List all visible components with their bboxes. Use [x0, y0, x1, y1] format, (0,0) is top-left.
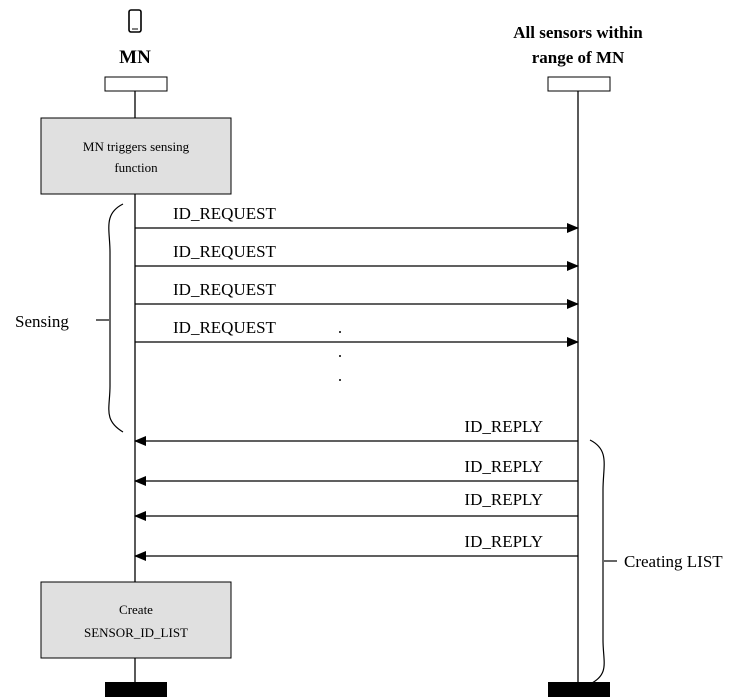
sensing-bracket	[108, 203, 124, 433]
reply-message: ID_REPLY	[134, 532, 578, 561]
request-message: ID_REQUEST	[135, 242, 579, 271]
request-message: ID_REQUEST	[135, 318, 579, 347]
continuation-dots	[339, 331, 341, 381]
create-box-line2: SENSOR_ID_LIST	[84, 625, 188, 640]
reply-label: ID_REPLY	[464, 457, 543, 476]
participant-sensors-label-line1: All sensors within	[513, 23, 643, 42]
reply-message: ID_REPLY	[134, 457, 578, 486]
request-label: ID_REQUEST	[173, 242, 277, 261]
trigger-box-line1: MN triggers sensing	[83, 139, 190, 154]
create-list-box: Create SENSOR_ID_LIST	[40, 581, 232, 659]
trigger-sensing-box: MN triggers sensing function	[40, 117, 232, 195]
request-label: ID_REQUEST	[173, 204, 277, 223]
mn-header-box	[104, 76, 168, 92]
reply-message: ID_REPLY	[134, 490, 578, 521]
reply-label: ID_REPLY	[464, 417, 543, 436]
participant-sensors-label-line2: range of MN	[532, 48, 625, 67]
sensing-phase-label: Sensing	[15, 312, 69, 331]
request-label: ID_REQUEST	[173, 280, 277, 299]
create-box-line1: Create	[119, 602, 153, 617]
mn-end-bar	[105, 682, 167, 697]
request-message: ID_REQUEST	[135, 204, 579, 233]
mobile-phone-icon	[128, 9, 142, 33]
creating-list-phase-label: Creating LIST	[624, 552, 723, 571]
sensors-header-box	[547, 76, 611, 92]
trigger-box-line2: function	[114, 160, 158, 175]
creating-list-bracket	[589, 439, 605, 685]
reply-label: ID_REPLY	[464, 532, 543, 551]
participant-mn-label: MN	[119, 47, 151, 68]
request-message: ID_REQUEST	[135, 280, 579, 309]
sensors-end-bar	[548, 682, 610, 697]
request-label: ID_REQUEST	[173, 318, 277, 337]
reply-message: ID_REPLY	[134, 417, 578, 446]
reply-label: ID_REPLY	[464, 490, 543, 509]
